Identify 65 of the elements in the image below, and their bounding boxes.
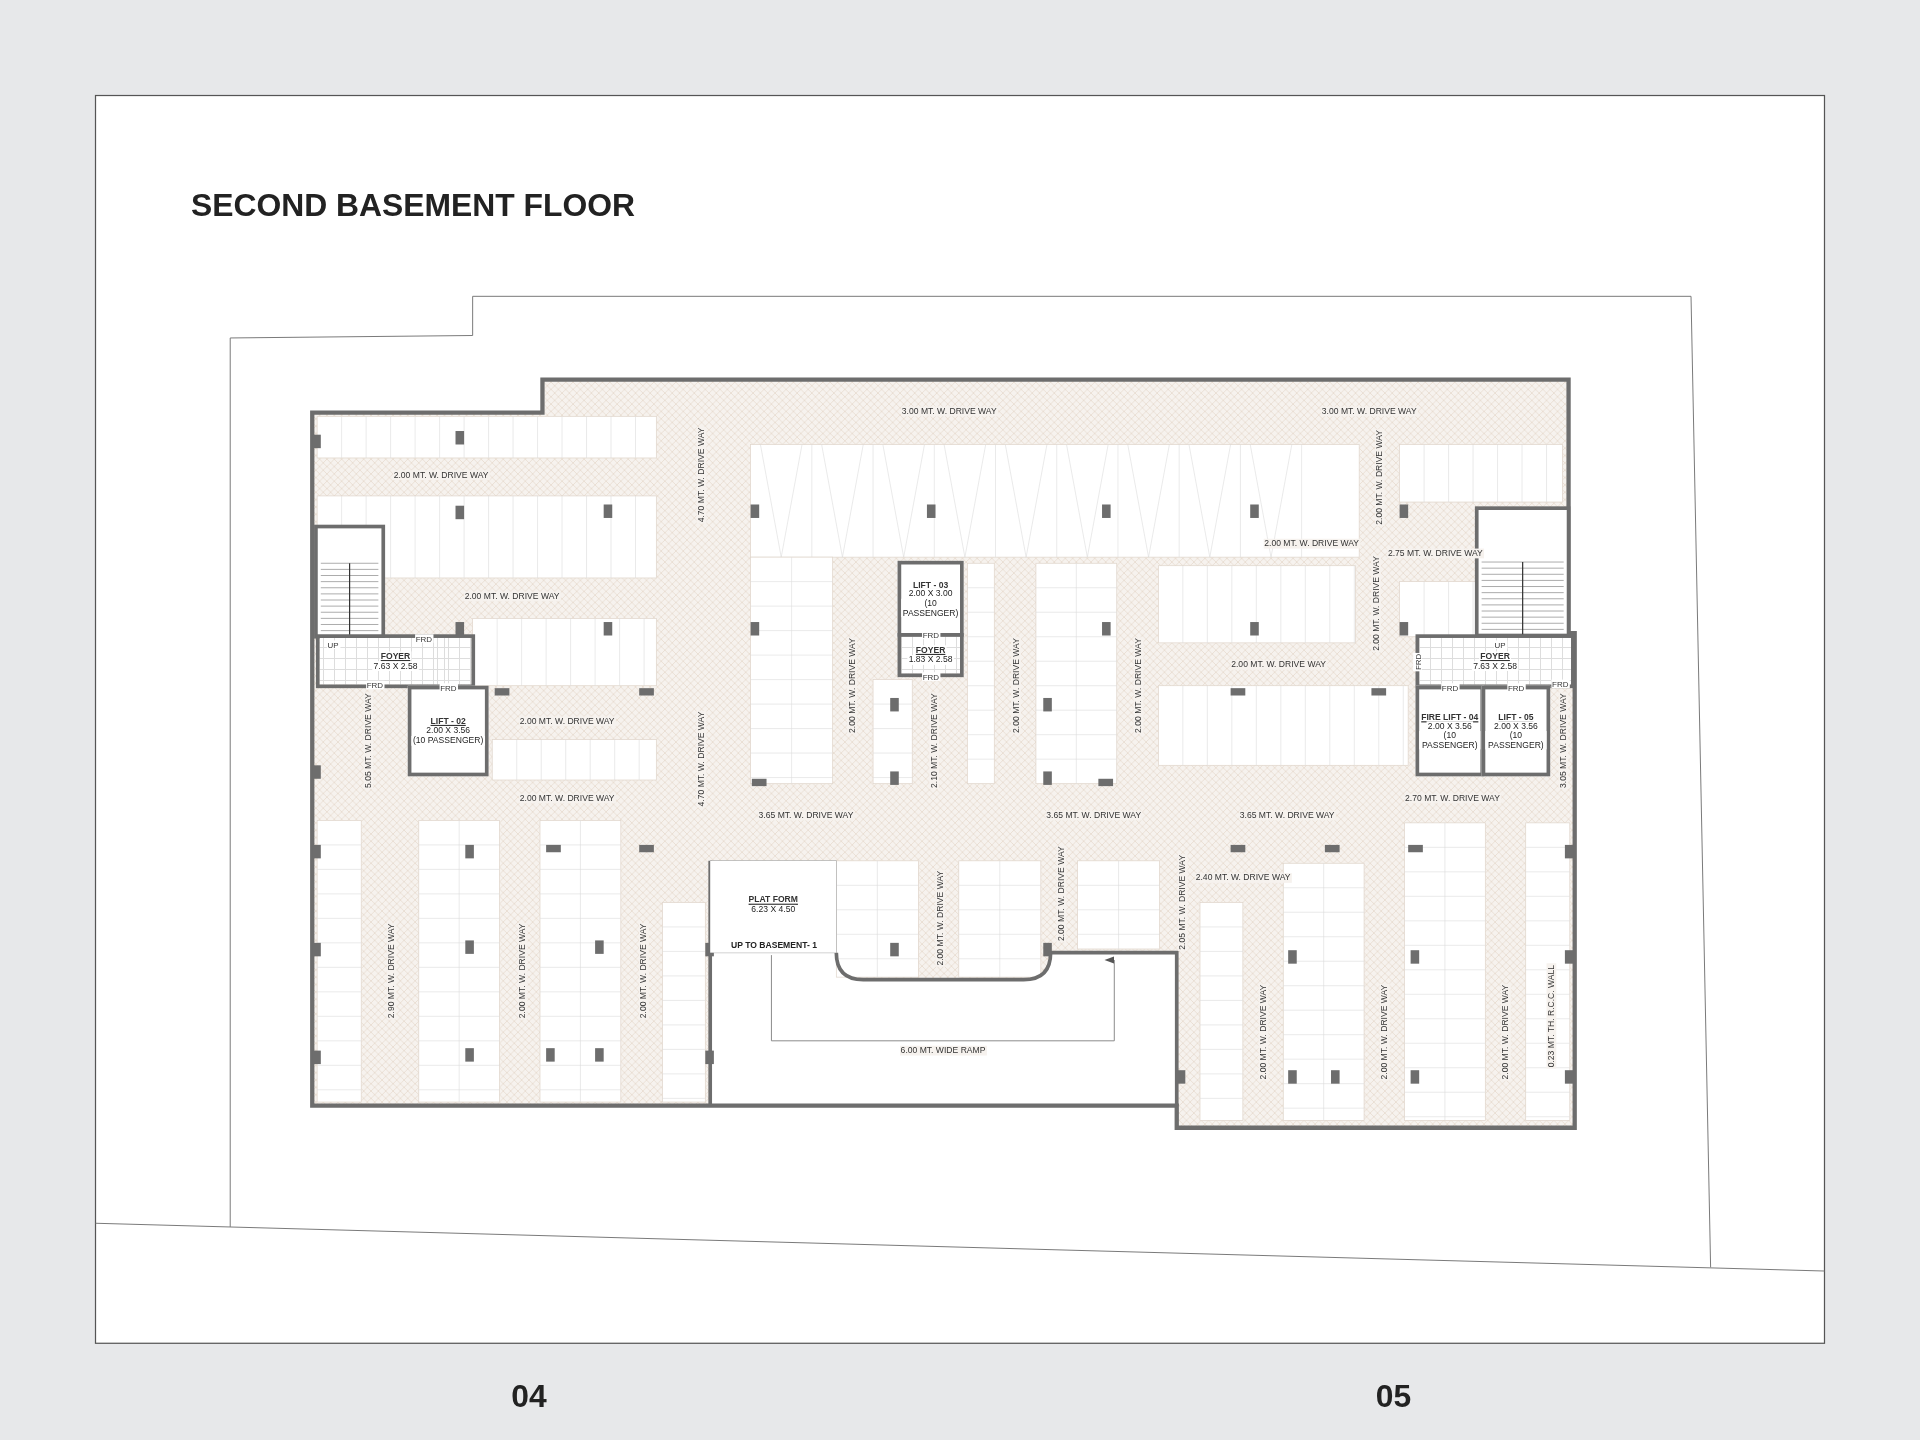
driveway-label: 2.00 MT. W. DRIVE WAY (846, 636, 856, 735)
driveway-label: 4.70 MT. W. DRIVE WAY (695, 710, 706, 808)
driveway-label: 2.00 MT. W. DRIVE WAY (1374, 428, 1384, 526)
driveway-label: 2.00 MT. W. DRIVE WAY (518, 793, 616, 803)
driveway-label: 2.00 MT. W. DRIVE WAY (392, 470, 490, 480)
driveway-label: 2.00 MT. W. DRIVE WAY (1370, 554, 1381, 653)
ramp-label: UP TO BASEMENT- 1 (729, 940, 819, 950)
room-dimension: (10 PASSENGER) (411, 735, 485, 746)
driveway-label: 2.10 MT. W. DRIVE WAY (928, 692, 938, 790)
driveway-label: 4.70 MT. W. DRIVE WAY (695, 426, 706, 524)
driveway-label: 2.00 MT. W. DRIVE WAY (1379, 983, 1389, 1081)
driveway-label: 2.05 MT. W. DRIVE WAY (1177, 853, 1187, 951)
foyer-room (1415, 634, 1575, 689)
room-dimension: (10 PASSENGER) (1419, 731, 1481, 750)
driveway-label: 3.05 MT. W. DRIVE WAY (1558, 692, 1568, 790)
foyer-room (315, 634, 476, 689)
room-dimension: 7.63 X 2.58 (372, 661, 419, 671)
driveway-label: 2.00 MT. W. DRIVE WAY (1258, 983, 1268, 1081)
driveway-label: 2.00 MT. W. DRIVE WAY (517, 922, 527, 1020)
room-dimension: 2.00 X 3.56 (1492, 721, 1540, 731)
page-number: 04 (510, 1378, 548, 1414)
driveway-label: 3.00 MT. W. DRIVE WAY (1320, 406, 1418, 416)
driveway-label: 3.65 MT. W. DRIVE WAY (1238, 810, 1336, 821)
room-name: FOYER (1479, 651, 1512, 662)
room-name: FOYER (914, 645, 947, 656)
room-name: LIFT - 02 (429, 716, 467, 727)
driveway-label: 0.23 MT. TH. R.C.C. WALL (1546, 963, 1556, 1069)
room-name: LIFT - 03 (911, 579, 950, 590)
driveway-label: 2.70 MT. W. DRIVE WAY (1403, 793, 1502, 803)
driveway-label: 2.00 MT. W. DRIVE WAY (934, 869, 945, 967)
driveway-label: 2.00 MT. W. DRIVE WAY (463, 591, 561, 601)
room-name: FOYER (379, 651, 412, 662)
room-dimension: 2.00 X 3.56 (1426, 721, 1473, 731)
room-dimension: 7.63 X 2.58 (1471, 661, 1519, 671)
room-dimension: (10 PASSENGER) (1485, 731, 1547, 750)
driveway-label: 3.00 MT. W. DRIVE WAY (900, 406, 998, 416)
room-dimension: (10 PASSENGER) (901, 598, 960, 618)
driveway-label: 2.00 MT. W. DRIVE WAY (638, 922, 648, 1020)
page-title: SECOND BASEMENT FLOOR (191, 186, 635, 225)
driveway-label: 2.90 MT. W. DRIVE WAY (386, 922, 396, 1020)
room-dimension: 6.23 X 4.50 (750, 904, 797, 914)
page-number: 05 (1374, 1378, 1413, 1414)
driveway-label: 3.65 MT. W. DRIVE WAY (1045, 810, 1143, 821)
driveway-label: 5.05 MT. W. DRIVE WAY (362, 692, 373, 790)
driveway-label: 2.00 MT. W. DRIVE WAY (1230, 660, 1328, 670)
driveway-label: 6.00 MT. WIDE RAMP (899, 1045, 987, 1056)
driveway-label: 2.00 MT. W. DRIVE WAY (1500, 983, 1510, 1081)
driveway-label: 2.40 MT. W. DRIVE WAY (1194, 873, 1292, 883)
room-dimension: 2.00 X 3.56 (425, 726, 472, 736)
room-name: FIRE LIFT - 04 (1420, 712, 1480, 722)
driveway-label: 2.00 MT. W. DRIVE WAY (1055, 845, 1066, 943)
room-name: PLAT FORM (747, 895, 800, 905)
lift-room (407, 685, 489, 777)
driveway-label: 2.00 MT. W. DRIVE WAY (1010, 636, 1021, 735)
platform-area (710, 860, 837, 953)
driveway-label: 3.65 MT. W. DRIVE WAY (757, 810, 855, 821)
lift-room (1481, 685, 1551, 777)
driveway-label: 2.75 MT. W. DRIVE WAY (1386, 548, 1484, 558)
room-dimension: 2.00 X 3.00 (907, 589, 954, 599)
driveway-label: 2.00 MT. W. DRIVE WAY (1133, 636, 1143, 735)
room-name: LIFT - 05 (1497, 712, 1535, 722)
driveway-label: 2.00 MT. W. DRIVE WAY (518, 716, 616, 726)
room-dimension: 1.83 X 2.58 (907, 655, 954, 665)
driveway-label: 2.00 MT. W. DRIVE WAY (1263, 538, 1361, 549)
foyer-room (897, 633, 964, 678)
